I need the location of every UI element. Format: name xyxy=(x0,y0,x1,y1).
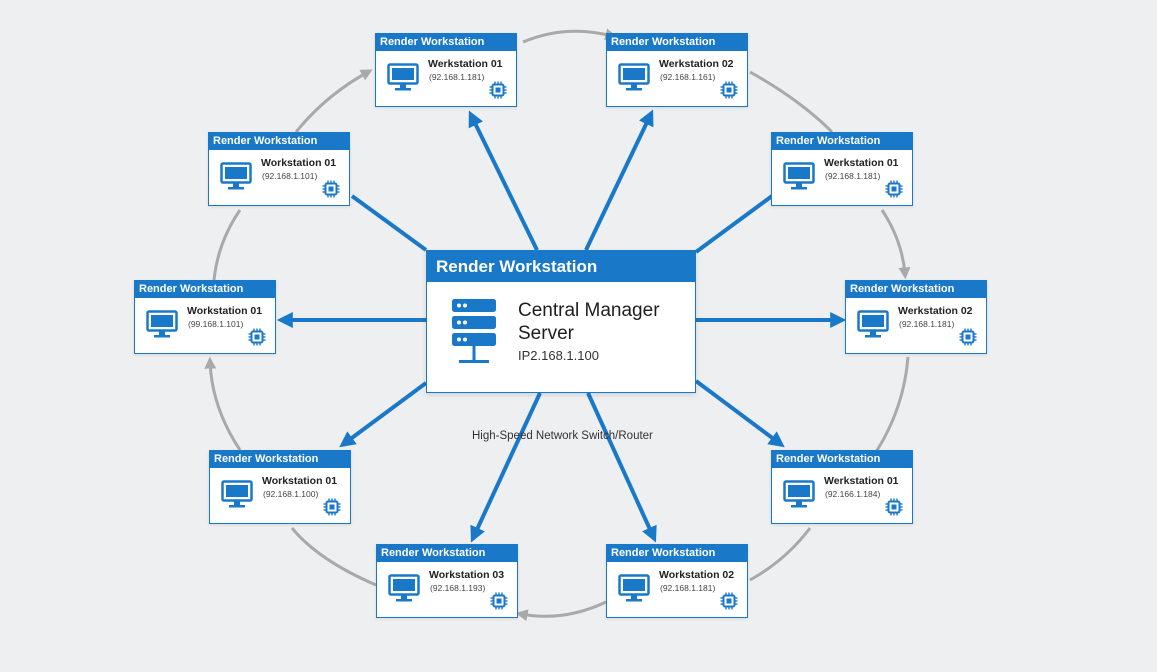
ring-segment-top-left xyxy=(294,69,373,133)
network-switch-label: High-Speed Network Switch/Router xyxy=(472,430,653,442)
cpu-chip-icon xyxy=(322,180,340,198)
workstation-ip: (92.168.1.181) xyxy=(825,171,881,181)
link-to-workstation-3 xyxy=(350,194,428,252)
workstation-node[interactable]: Render Workstation Workstation 01 (92.16… xyxy=(209,450,351,524)
workstation-ip: (92.166.1.184) xyxy=(825,489,881,499)
server-rack-icon xyxy=(452,299,496,363)
workstation-name: Werkstation 01 xyxy=(428,58,503,70)
node-header: Render Workstation xyxy=(210,451,350,468)
workstation-node[interactable]: Render Workstation Workstation 02 (92.16… xyxy=(606,544,748,618)
workstation-name: Workstation 01 xyxy=(262,475,338,487)
workstation-ip: (92.168.1.181) xyxy=(429,72,485,82)
link-to-workstation-2 xyxy=(584,109,654,251)
link-to-workstation-10 xyxy=(586,392,657,543)
ring-segment-bottom xyxy=(515,600,607,622)
workstation-ip: (99.168.1.101) xyxy=(188,319,244,329)
workstation-ip: (92.168.1.181) xyxy=(660,583,716,593)
central-title: Central Manager Server xyxy=(518,300,660,344)
workstation-name: Workstation 01 xyxy=(187,305,263,317)
monitor-icon xyxy=(783,480,815,508)
monitor-icon xyxy=(388,574,420,602)
ring-segment-left-upper xyxy=(212,209,242,281)
ring-segment-right-upper xyxy=(880,209,911,280)
workstation-ip: (92.168.1.193) xyxy=(430,583,486,593)
workstation-node[interactable]: Render Workstation Werkstation 01 (92.16… xyxy=(771,450,913,524)
node-header: Render Workstation xyxy=(135,281,275,298)
workstation-node[interactable]: Render Workstation Werkstation 01 (92.16… xyxy=(375,33,517,107)
ring-segment-top xyxy=(522,28,618,44)
workstation-name: Workstation 03 xyxy=(429,569,505,581)
cpu-chip-icon xyxy=(885,498,903,516)
node-header: Render Workstation xyxy=(376,34,516,51)
workstation-name: Werkstation 01 xyxy=(824,157,899,169)
cpu-chip-icon xyxy=(720,592,738,610)
ring-segment-right-lower xyxy=(874,356,910,453)
workstation-node[interactable]: Render Workstation Workstation 03 (92.16… xyxy=(376,544,518,618)
cpu-chip-icon xyxy=(323,498,341,516)
node-header: Render Workstation xyxy=(846,281,986,298)
workstation-ip: (92.168.1.161) xyxy=(660,72,716,82)
monitor-icon xyxy=(221,480,253,508)
cpu-chip-icon xyxy=(490,592,508,610)
link-to-workstation-8 xyxy=(694,379,785,448)
workstation-name: Workstation 01 xyxy=(261,157,337,169)
ring-segment-top-right xyxy=(749,70,834,134)
cpu-chip-icon xyxy=(720,81,738,99)
cpu-chip-icon xyxy=(248,328,266,346)
monitor-icon xyxy=(387,63,419,91)
workstation-node[interactable]: Render Workstation Workstation 01 (99.16… xyxy=(134,280,276,354)
node-header: Render Workstation xyxy=(607,545,747,562)
link-to-workstation-9 xyxy=(470,392,542,543)
monitor-icon xyxy=(618,574,650,602)
ring-segment-left-lower xyxy=(204,356,242,451)
link-to-workstation-4 xyxy=(694,194,774,254)
monitor-icon xyxy=(618,63,650,91)
ring-segment-bottom-left xyxy=(290,527,377,587)
cpu-chip-icon xyxy=(885,180,903,198)
workstation-name: Werkstation 01 xyxy=(824,475,899,487)
node-header: Render Workstation xyxy=(607,34,747,51)
link-to-workstation-1 xyxy=(468,110,539,251)
monitor-icon xyxy=(783,162,815,190)
node-header: Render Workstation xyxy=(772,451,912,468)
workstation-name: Werkstation 02 xyxy=(659,58,734,70)
workstation-node[interactable]: Render Workstation Workstation 01 (92.16… xyxy=(208,132,350,206)
workstation-ip: (92.168.1.101) xyxy=(262,171,318,181)
monitor-icon xyxy=(857,310,889,338)
monitor-icon xyxy=(146,310,178,338)
link-to-workstation-7 xyxy=(339,381,428,448)
monitor-icon xyxy=(220,162,252,190)
node-header: Render Workstation xyxy=(209,133,349,150)
workstation-node[interactable]: Render Workstation Werkstation 01 (92.16… xyxy=(771,132,913,206)
node-header: Render Workstation xyxy=(772,133,912,150)
workstation-node[interactable]: Render Workstation Werkstation 02 (92.16… xyxy=(606,33,748,107)
workstation-node[interactable]: Render Workstation Werkstation 02 (92.16… xyxy=(845,280,987,354)
cpu-chip-icon xyxy=(959,328,977,346)
central-manager-server[interactable]: Render Workstation Central Manager Serve… xyxy=(426,250,696,393)
workstation-name: Workstation 02 xyxy=(659,569,735,581)
workstation-ip: (92.168.1.181) xyxy=(899,319,955,329)
workstation-name: Werkstation 02 xyxy=(898,305,973,317)
ring-segment-bottom-right xyxy=(749,527,812,582)
cpu-chip-icon xyxy=(489,81,507,99)
node-header: Render Workstation xyxy=(377,545,517,562)
central-ip: IP2.168.1.100 xyxy=(518,348,599,363)
workstation-ip: (92.168.1.100) xyxy=(263,489,319,499)
central-header: Render Workstation xyxy=(427,251,695,282)
